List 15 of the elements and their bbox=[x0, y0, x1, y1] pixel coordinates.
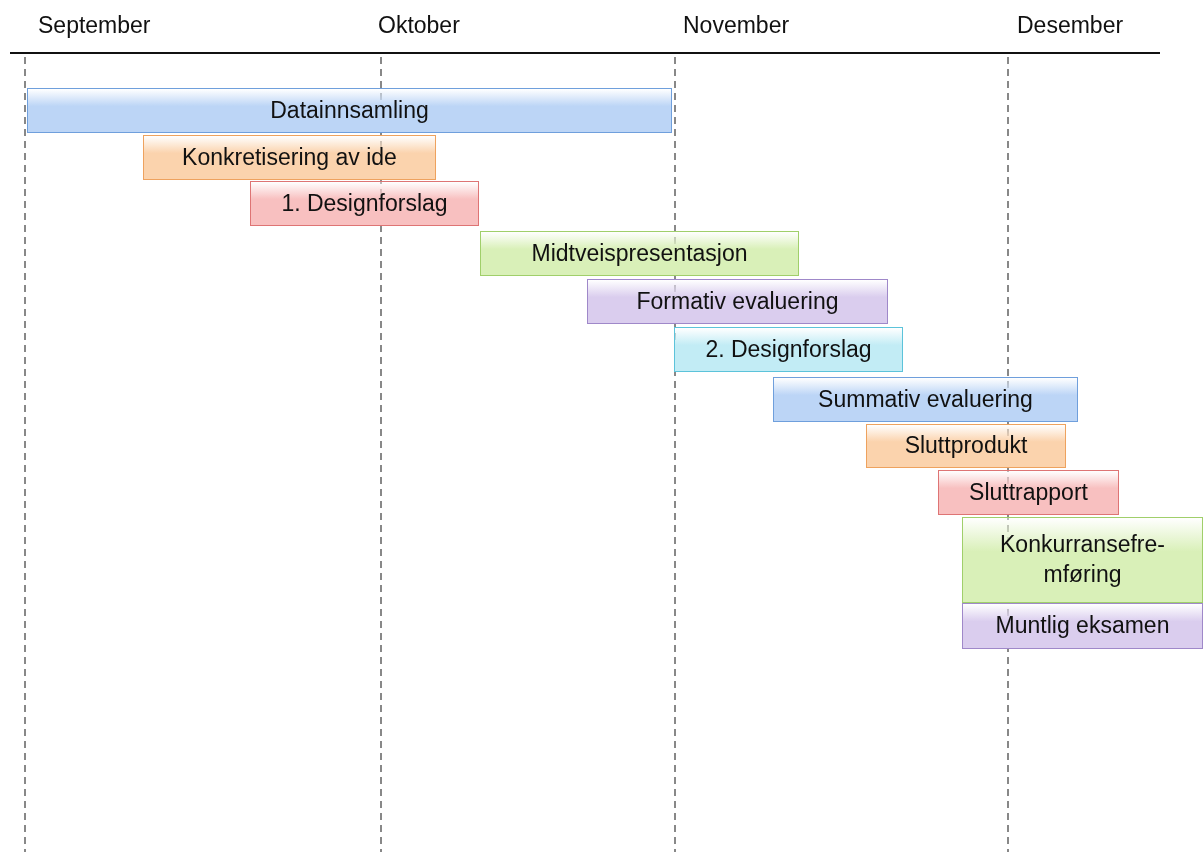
task-bar: Datainnsamling bbox=[27, 88, 672, 133]
task-bar: Formativ evaluering bbox=[587, 279, 888, 324]
month-label: September bbox=[38, 12, 151, 39]
task-bar: Muntlig eksamen bbox=[962, 603, 1203, 649]
task-bar: Midtveispresentasjon bbox=[480, 231, 799, 276]
task-bar: 1. Designforslag bbox=[250, 181, 479, 226]
task-bar: Sluttrapport bbox=[938, 470, 1119, 515]
task-bar: Sluttprodukt bbox=[866, 424, 1066, 468]
month-label: November bbox=[683, 12, 790, 39]
task-bar: Summativ evaluering bbox=[773, 377, 1078, 422]
month-label: Desember bbox=[1017, 12, 1124, 39]
task-bar: Konkurransefre- mføring bbox=[962, 517, 1203, 603]
task-bar: Konkretisering av ide bbox=[143, 135, 436, 180]
task-bar: 2. Designforslag bbox=[674, 327, 903, 372]
month-label: Oktober bbox=[378, 12, 460, 39]
